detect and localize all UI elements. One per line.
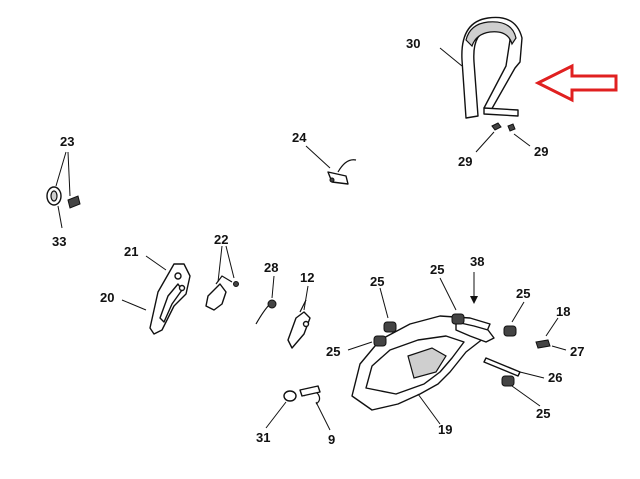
label-22: 22 (214, 232, 228, 247)
label-25a: 25 (370, 274, 384, 289)
marker-38 (470, 272, 478, 304)
label-12: 12 (300, 270, 314, 285)
label-25c: 25 (516, 286, 530, 301)
label-21: 21 (124, 244, 138, 259)
label-29a: 29 (458, 154, 472, 169)
trigger-12 (287, 299, 311, 349)
spring-28 (255, 299, 277, 325)
mount-25c (503, 325, 517, 337)
mount-25e (501, 375, 515, 387)
label-9: 9 (328, 432, 335, 447)
label-28: 28 (264, 260, 278, 275)
lever-24 (327, 159, 357, 185)
label-25b: 25 (430, 262, 444, 277)
label-38: 38 (470, 254, 484, 269)
screw-29b (507, 123, 516, 132)
label-26: 26 (548, 370, 562, 385)
red-arrow-icon (534, 63, 618, 103)
mount-25b (451, 313, 465, 325)
label-24: 24 (292, 130, 307, 145)
label-25e: 25 (536, 406, 550, 421)
label-27: 27 (570, 344, 584, 359)
plug-31 (283, 390, 297, 402)
handlebar-30 (461, 16, 523, 119)
bolt-23 (46, 186, 62, 206)
screw-29a (491, 122, 502, 131)
label-25d: 25 (326, 344, 340, 359)
mount-25a (383, 321, 397, 333)
label-18: 18 (556, 304, 570, 319)
mount-25d (373, 335, 387, 347)
clip-22 (205, 275, 239, 311)
spring-9 (299, 385, 321, 405)
label-31: 31 (256, 430, 270, 445)
label-29b: 29 (534, 144, 548, 159)
housing-19 (351, 315, 495, 411)
label-19: 19 (438, 422, 452, 437)
bolt-18 (535, 339, 551, 349)
bracket-20 (149, 263, 191, 335)
label-23: 23 (60, 134, 74, 149)
label-33: 33 (52, 234, 66, 249)
label-30: 30 (406, 36, 420, 51)
label-20: 20 (100, 290, 114, 305)
pin-26 (483, 357, 521, 377)
knob-33 (67, 195, 81, 209)
